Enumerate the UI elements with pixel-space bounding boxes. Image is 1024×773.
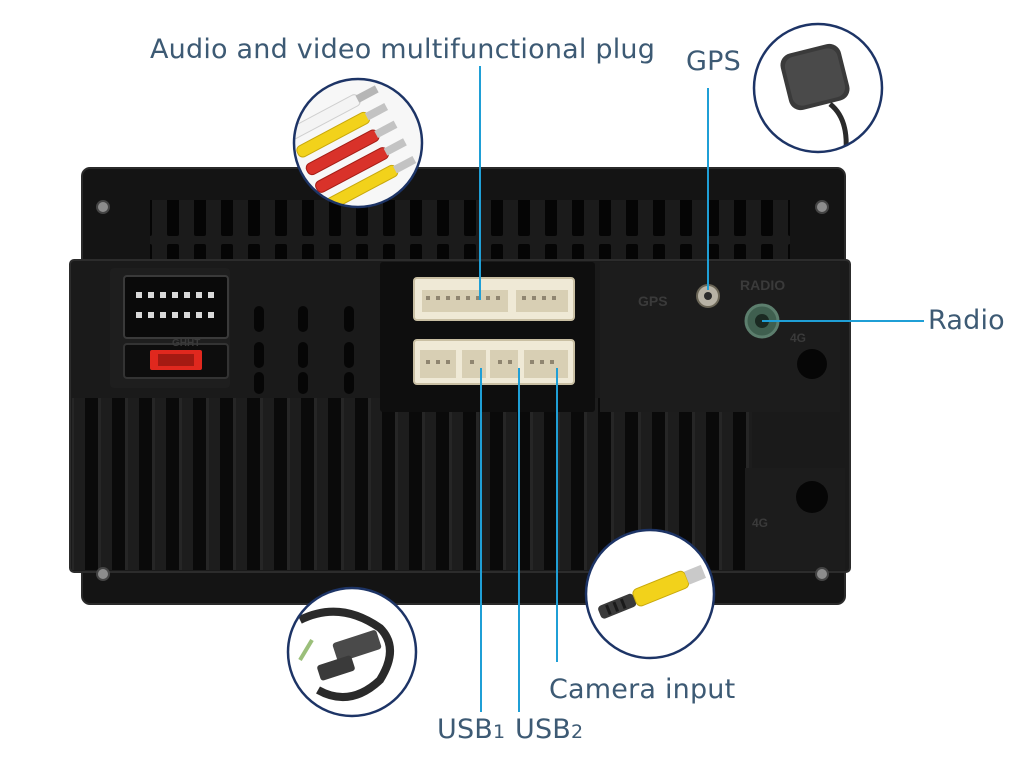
fourg-port-print-bottom: 4G	[752, 516, 768, 530]
gps-antenna-port	[696, 284, 720, 308]
inset-gps-antenna	[752, 22, 884, 154]
usb1-main: USB	[437, 714, 494, 745]
av-multifunction-connector	[413, 277, 575, 321]
fourg-port-hole-top	[797, 349, 827, 379]
usb2-main: USB	[515, 714, 572, 745]
fuse-print: GHHT	[172, 338, 200, 349]
mounting-screws	[96, 200, 829, 581]
radio-port-print: RADIO	[740, 277, 785, 293]
unit-body	[69, 167, 851, 605]
callout-camera-input: Camera input	[549, 674, 736, 705]
inset-camera-rca	[584, 528, 716, 660]
callout-radio: Radio	[928, 305, 1005, 336]
fuse-slot: GHHT	[123, 338, 229, 379]
leader-lines	[479, 66, 924, 712]
usb2-sub: 2	[571, 721, 584, 743]
inset-usb-cables	[286, 586, 418, 718]
iso-harness-port	[123, 275, 229, 339]
inset-rca-cables	[292, 77, 424, 209]
usb1-sub: 1	[493, 721, 506, 743]
callout-audio-video-plug: Audio and video multifunctional plug	[150, 34, 656, 65]
callout-usb1: USB1	[437, 714, 505, 745]
callout-gps: GPS	[686, 46, 741, 77]
fourg-port-hole-bottom	[796, 481, 828, 513]
top-vent-grille	[150, 200, 790, 262]
oval-vent-holes	[254, 306, 354, 394]
usb-camera-connectors	[413, 339, 575, 385]
gps-port-print: GPS	[638, 293, 668, 309]
fourg-port-print-top: 4G	[790, 331, 806, 345]
callout-usb2: USB2	[515, 714, 583, 745]
